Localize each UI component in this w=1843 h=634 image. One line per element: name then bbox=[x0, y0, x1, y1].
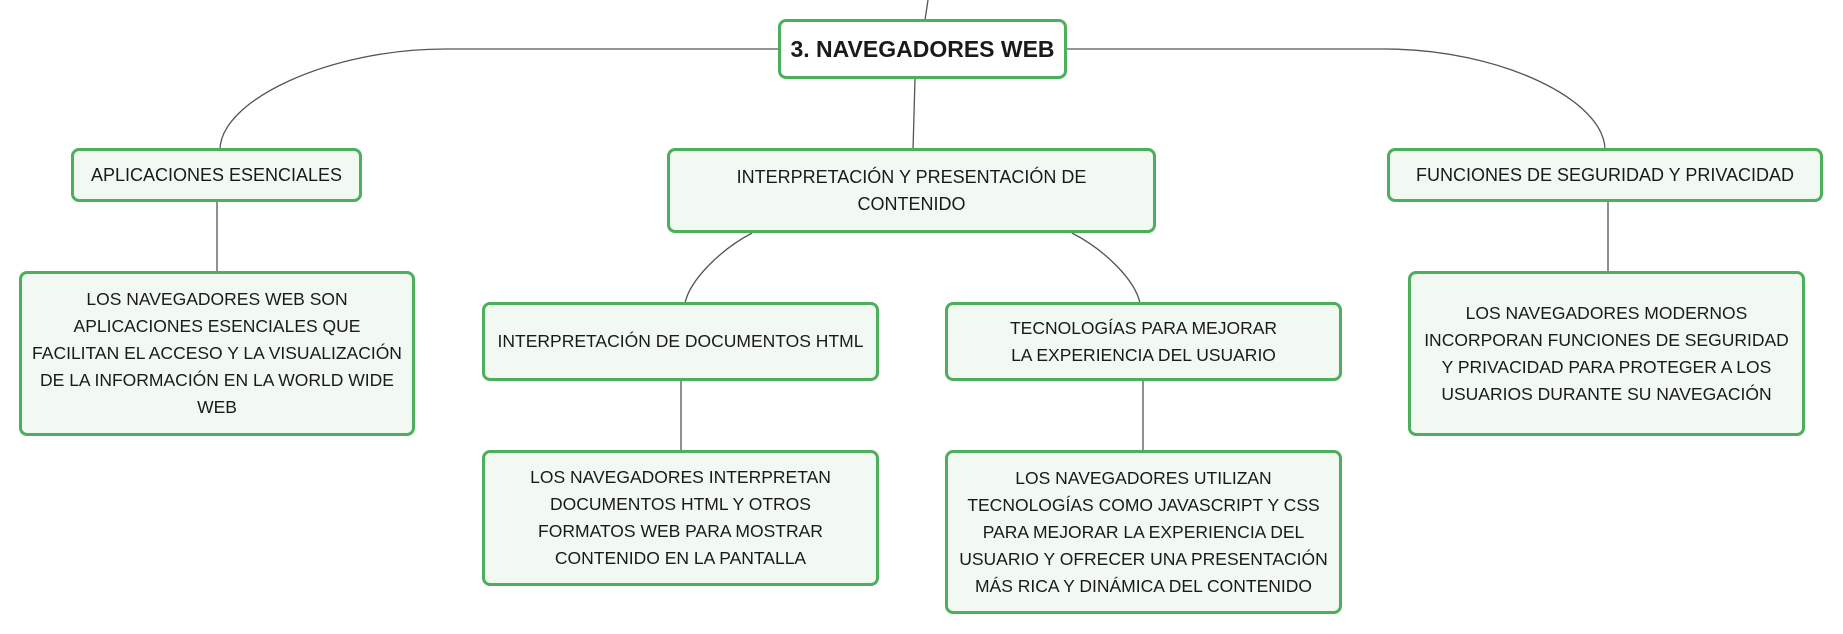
root-node-label: 3. NAVEGADORES WEB bbox=[790, 36, 1055, 62]
branch-node-left[interactable]: APLICACIONES ESENCIALES bbox=[71, 148, 362, 202]
child-node-html-label: INTERPRETACIÓN DE DOCUMENTOS HTML bbox=[497, 331, 864, 351]
child-node-html[interactable]: INTERPRETACIÓN DE DOCUMENTOS HTML bbox=[482, 302, 879, 381]
connector-root-left bbox=[219, 48, 778, 151]
branch-node-left-label: APLICACIONES ESENCIALES bbox=[90, 164, 343, 185]
connector-root-parent bbox=[924, 0, 929, 21]
connector-root-center bbox=[912, 78, 916, 151]
detail-node-left-text: LOS NAVEGADORES WEB SON APLICACIONES ESE… bbox=[32, 289, 402, 417]
child-node-tecnologias[interactable]: TECNOLOGÍAS PARA MEJORAR LA EXPERIENCIA … bbox=[945, 302, 1342, 381]
detail-node-tecnologias-text: LOS NAVEGADORES UTILIZAN TECNOLOGÍAS COM… bbox=[959, 467, 1328, 596]
connector-center-child2 bbox=[1071, 232, 1141, 304]
detail-node-html-text: LOS NAVEGADORES INTERPRETAN DOCUMENTOS H… bbox=[530, 467, 831, 568]
branch-node-right[interactable]: FUNCIONES DE SEGURIDAD Y PRIVACIDAD bbox=[1387, 148, 1823, 202]
child-node-tecnologias-label: TECNOLOGÍAS PARA MEJORAR LA EXPERIENCIA … bbox=[1009, 317, 1278, 365]
branch-node-right-label: FUNCIONES DE SEGURIDAD Y PRIVACIDAD bbox=[1415, 164, 1795, 185]
detail-node-tecnologias[interactable]: LOS NAVEGADORES UTILIZAN TECNOLOGÍAS COM… bbox=[945, 450, 1342, 614]
detail-node-html[interactable]: LOS NAVEGADORES INTERPRETAN DOCUMENTOS H… bbox=[482, 450, 879, 586]
branch-node-center-label: INTERPRETACIÓN Y PRESENTACIÓN DE CONTENI… bbox=[736, 166, 1087, 214]
connector-root-right bbox=[1067, 48, 1606, 151]
detail-node-right-text: LOS NAVEGADORES MODERNOS INCORPORAN FUNC… bbox=[1424, 302, 1789, 404]
root-node[interactable]: 3. NAVEGADORES WEB bbox=[778, 19, 1067, 79]
branch-node-center[interactable]: INTERPRETACIÓN Y PRESENTACIÓN DE CONTENI… bbox=[667, 148, 1156, 233]
detail-node-right[interactable]: LOS NAVEGADORES MODERNOS INCORPORAN FUNC… bbox=[1408, 271, 1805, 436]
detail-node-left[interactable]: LOS NAVEGADORES WEB SON APLICACIONES ESE… bbox=[19, 271, 415, 436]
connector-center-child1 bbox=[684, 232, 753, 304]
